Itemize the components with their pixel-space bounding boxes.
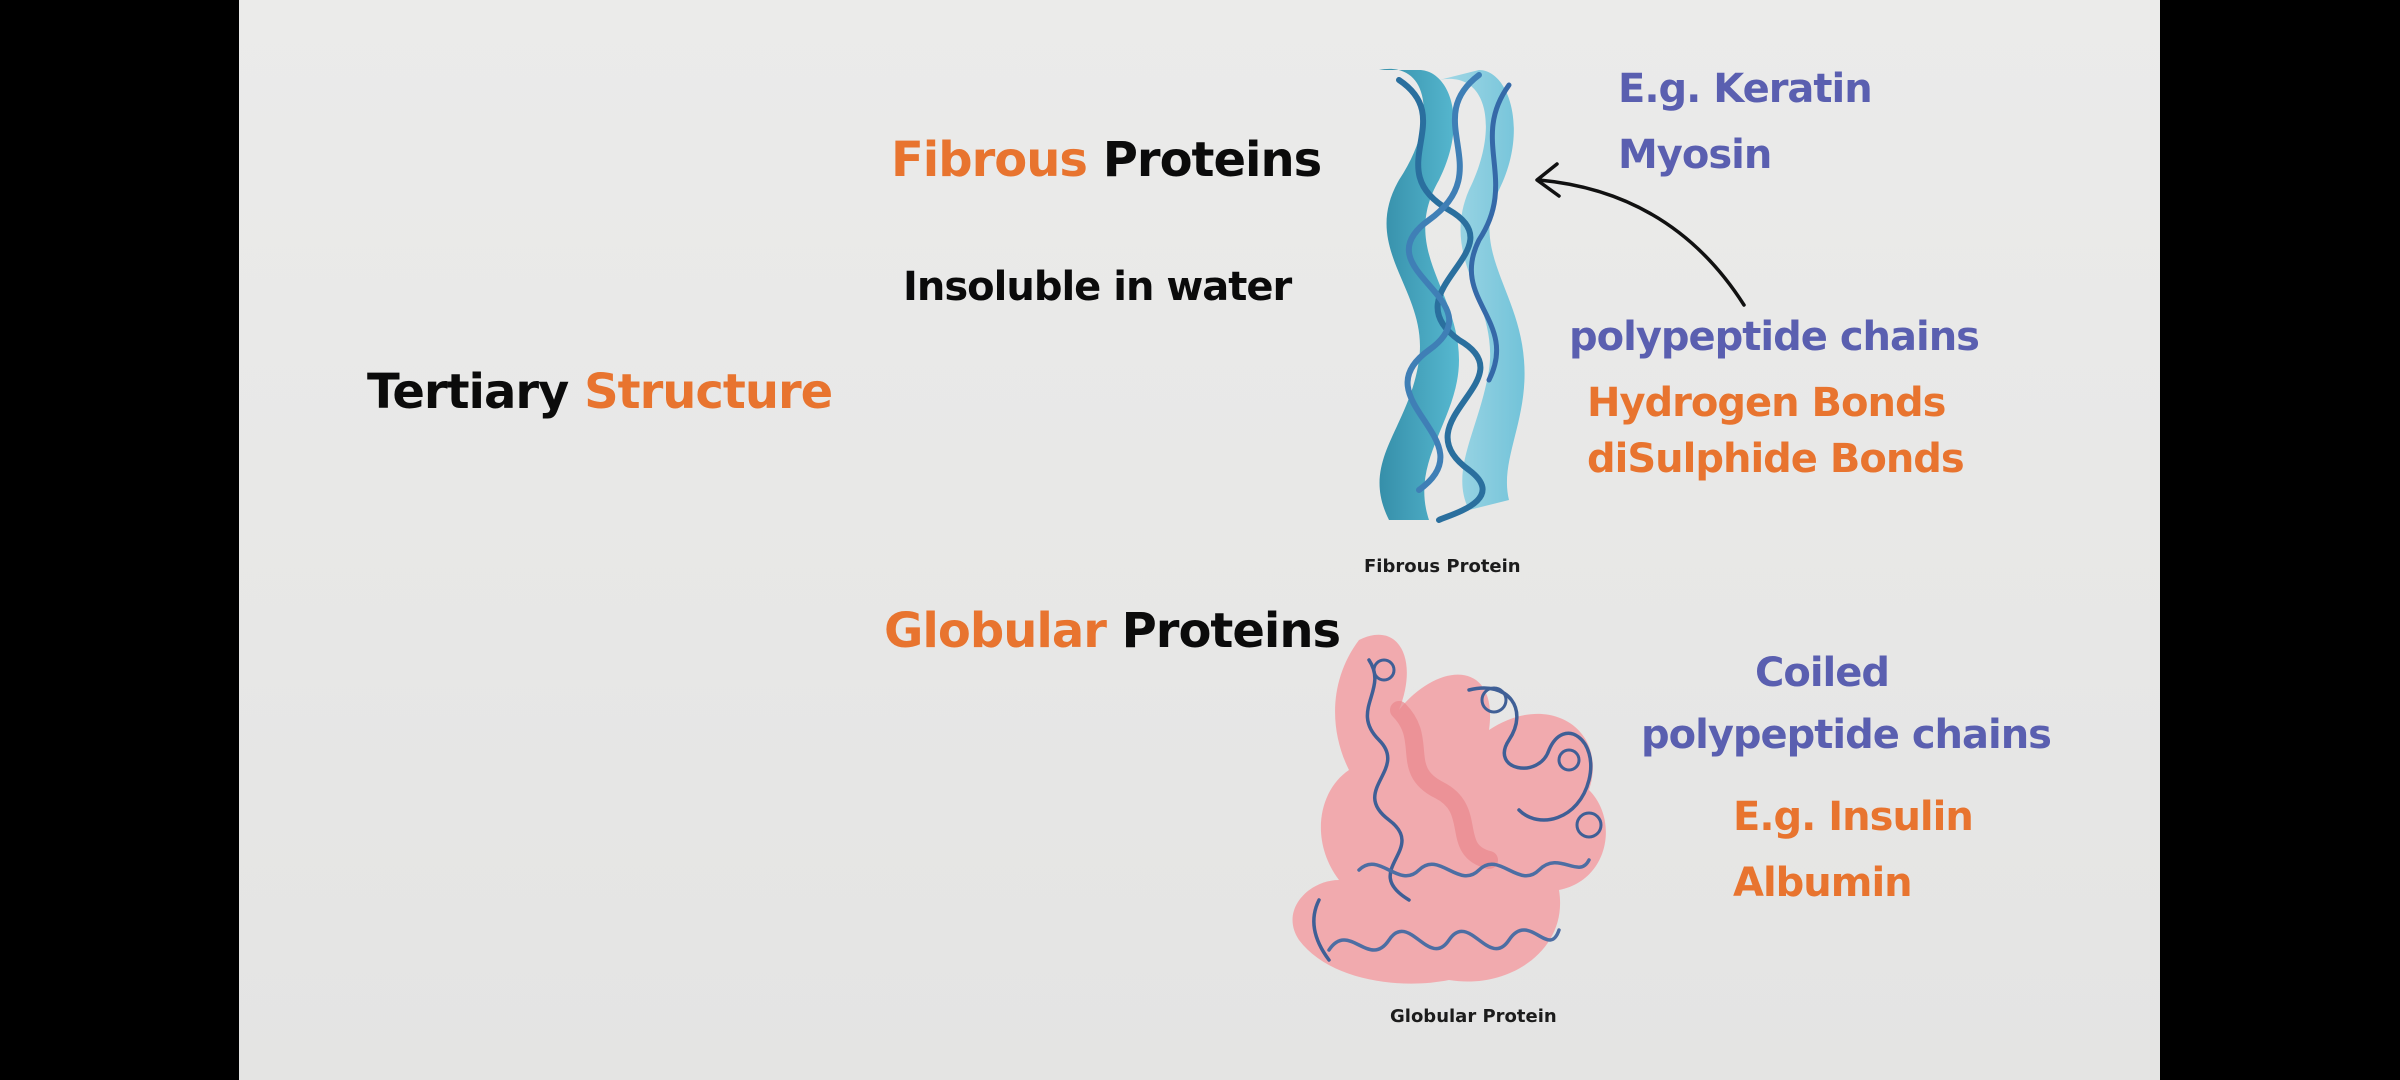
globular-protein-illustration: [1292, 634, 1606, 984]
tertiary-word: Tertiary: [367, 364, 569, 420]
fibrous-example-myosin: Myosin: [1618, 132, 1772, 178]
globular-word: Globular: [884, 603, 1107, 659]
coiled-label: Coiled: [1755, 650, 1890, 696]
globular-proteins-word: Proteins: [1121, 603, 1342, 659]
fibrous-example-keratin: E.g. Keratin: [1618, 66, 1873, 112]
coiled-polypeptide-chains-label: polypeptide chains: [1641, 712, 2052, 758]
whiteboard: Tertiary Structure Fibrous Proteins Inso…: [239, 0, 2160, 1080]
polypeptide-chains-label: polypeptide chains: [1569, 314, 1980, 360]
globular-protein-caption: Globular Protein: [1390, 1006, 1557, 1027]
fibrous-protein-illustration: [1379, 68, 1525, 523]
hydrogen-bonds-label: Hydrogen Bonds: [1587, 380, 1946, 426]
structure-word: Structure: [584, 364, 833, 420]
fibrous-proteins-word: Proteins: [1102, 132, 1323, 188]
insoluble-note: Insoluble in water: [903, 264, 1292, 310]
globular-example-albumin: Albumin: [1733, 860, 1913, 906]
arrow-to-chains: [1535, 162, 1746, 307]
globular-proteins-heading: Globular Proteins: [884, 603, 1342, 659]
globular-example-insulin: E.g. Insulin: [1733, 794, 1974, 840]
fibrous-word: Fibrous: [891, 132, 1088, 188]
fibrous-protein-caption: Fibrous Protein: [1364, 556, 1521, 577]
disulphide-bonds-label: diSulphide Bonds: [1587, 436, 1965, 482]
fibrous-proteins-heading: Fibrous Proteins: [891, 132, 1323, 188]
tertiary-structure-title: Tertiary Structure: [367, 364, 833, 420]
